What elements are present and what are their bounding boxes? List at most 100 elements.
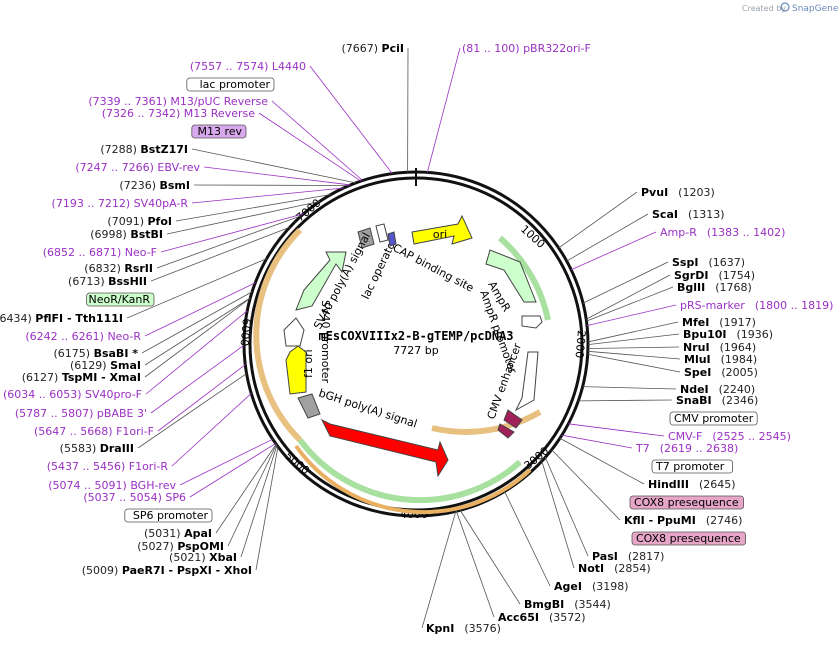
label-left-21[interactable]: (6127) TspMI - XmaI: [22, 371, 141, 384]
label-left-7[interactable]: (7288) BstZ17I: [100, 143, 188, 156]
leader-left-12: [166, 200, 320, 235]
label-left-22[interactable]: (6034 .. 6053) SV40pro-F: [3, 388, 142, 401]
svg-text:(6832) RsrII: (6832) RsrII: [84, 262, 153, 275]
label-left-12[interactable]: (6998) BstBI: [90, 228, 163, 241]
label-left-16[interactable]: NeoR/KanR: [86, 292, 155, 307]
label-left-14[interactable]: (6832) RsrII: [84, 262, 153, 275]
label-right-18[interactable]: HindIII(2645): [648, 478, 736, 491]
label-right-9[interactable]: NruI(1964): [683, 341, 756, 354]
label-left-17[interactable]: (6434) PflFI - Tth111I: [0, 312, 123, 325]
svg-text:(6242 .. 6261) Neo-R: (6242 .. 6261) Neo-R: [25, 330, 141, 343]
label-left-2[interactable]: (7557 .. 7574) L4440: [190, 60, 306, 73]
label-left-20[interactable]: (6129) SmaI: [70, 359, 141, 372]
label-left-31[interactable]: (5027) PspOMI: [137, 540, 224, 553]
label-right-8[interactable]: Bpu10I(1936): [683, 328, 773, 341]
svg-text:MfeI(1917): MfeI(1917): [682, 316, 756, 329]
label-right-21[interactable]: COX8 presequence: [631, 531, 746, 546]
label-left-4[interactable]: (7339 .. 7361) M13/pUC Reverse: [88, 95, 268, 108]
label-left-32[interactable]: (5021) XbaI: [169, 551, 237, 564]
svg-text:(7193 .. 7212) SV40pA-R: (7193 .. 7212) SV40pA-R: [52, 197, 189, 210]
label-right-23[interactable]: NotI(2854): [578, 562, 651, 575]
svg-text:CMV-F(2525 .. 2545): CMV-F(2525 .. 2545): [668, 430, 791, 443]
label-right-20[interactable]: KflI - PpuMI(2746): [624, 514, 742, 527]
svg-text:COX8 presequence: COX8 presequence: [634, 496, 739, 509]
svg-text:SP6 promoter: SP6 promoter: [133, 509, 209, 522]
label-left-6[interactable]: M13 rev: [191, 124, 247, 139]
label-right-15[interactable]: CMV-F(2525 .. 2545): [668, 430, 791, 443]
svg-text:HindIII(2645): HindIII(2645): [648, 478, 736, 491]
feature-neor-kanr[interactable]: [295, 251, 347, 311]
label-right-10[interactable]: MluI(1984): [684, 353, 757, 366]
label-right-17[interactable]: T7 promoter: [651, 459, 733, 474]
label-left-18[interactable]: (6242 .. 6261) Neo-R: [25, 330, 141, 343]
leader-left-17: [126, 258, 267, 319]
label-left-5[interactable]: (7326 .. 7342) M13 Reverse: [102, 107, 255, 120]
leader-left-21: [144, 297, 251, 378]
label-left-24[interactable]: (5647 .. 5668) F1ori-F: [34, 425, 154, 438]
leader-left-2: [309, 65, 393, 174]
label-left-25[interactable]: (5583) DraIII: [60, 442, 134, 455]
leader-right-4: [586, 274, 671, 320]
label-left-13[interactable]: (6852 .. 6871) Neo-F: [43, 246, 157, 259]
leader-left-27: [179, 438, 273, 486]
label-right-22[interactable]: PasI(2817): [592, 550, 664, 563]
leader-right-7: [587, 321, 679, 343]
label-left-19[interactable]: (6175) BsaBI *: [54, 347, 139, 360]
label-left-3[interactable]: lac promoter: [186, 77, 275, 92]
label-left-9[interactable]: (7236) BsmI: [119, 179, 190, 192]
label-right-26[interactable]: Acc65I(3572): [498, 611, 586, 624]
label-left-33[interactable]: (5009) PaeR7I - PspXI - XhoI: [82, 564, 252, 577]
label-left-27[interactable]: (5074 .. 5091) BGH-rev: [48, 479, 176, 492]
label-left-28[interactable]: (5037 .. 5054) SP6: [83, 491, 186, 504]
leader-right-9: [587, 346, 680, 349]
label-left-30[interactable]: (5031) ApaI: [144, 527, 212, 540]
label-left-1[interactable]: (81 .. 100) pBR322ori-F: [462, 42, 591, 55]
svg-text:KflI - PpuMI(2746): KflI - PpuMI(2746): [624, 514, 742, 527]
label-right-14[interactable]: CMV promoter: [669, 411, 758, 426]
label-left-23[interactable]: (5787 .. 5807) pBABE 3': [15, 407, 147, 420]
feature-sv40-promoter[interactable]: SV40 promoter: [283, 300, 332, 384]
label-right-4[interactable]: SgrDI(1754): [674, 269, 755, 282]
label-right-16[interactable]: T7(2619 .. 2638): [635, 442, 738, 455]
label-right-1[interactable]: ScaI(1313): [652, 208, 725, 221]
label-left-29[interactable]: SP6 promoter: [124, 508, 213, 523]
svg-text:NeoR/KanR: NeoR/KanR: [89, 293, 151, 306]
label-left-11[interactable]: (7091) PfoI: [107, 215, 172, 228]
label-left-0[interactable]: (7667) PciI: [341, 42, 404, 55]
label-right-6[interactable]: pRS-marker(1800 .. 1819): [680, 299, 833, 312]
label-right-2[interactable]: Amp-R(1383 .. 1402): [660, 226, 785, 239]
leader-right-15: [568, 423, 665, 437]
leader-right-13: [578, 399, 673, 402]
svg-text:(7667) PciI: (7667) PciI: [341, 42, 404, 55]
leader-left-9: [193, 184, 350, 186]
label-right-7[interactable]: MfeI(1917): [682, 316, 756, 329]
label-right-19[interactable]: COX8 presequence: [629, 495, 744, 510]
label-right-13[interactable]: SnaBI(2346): [676, 394, 758, 407]
label-right-11[interactable]: SpeI(2005): [684, 366, 758, 379]
svg-text:NdeI(2240): NdeI(2240): [680, 383, 755, 396]
feature-cox8[interactable]: [497, 409, 523, 439]
label-right-3[interactable]: SspI(1637): [672, 256, 745, 269]
svg-text:KpnI(3576): KpnI(3576): [426, 622, 501, 635]
label-right-25[interactable]: BmgBI(3544): [524, 598, 611, 611]
feature-tdtomato[interactable]: tdTomato: [320, 418, 449, 480]
label-left-26[interactable]: (5437 .. 5456) F1ori-R: [47, 460, 169, 473]
label-right-27[interactable]: KpnI(3576): [426, 622, 501, 635]
label-right-0[interactable]: PvuI(1203): [641, 186, 715, 199]
svg-text:(6034 .. 6053) SV40pro-F: (6034 .. 6053) SV40pro-F: [3, 388, 142, 401]
label-right-5[interactable]: BglII(1768): [677, 281, 752, 294]
feature-f1-ori[interactable]: f1 ori: [285, 345, 315, 395]
label-left-15[interactable]: (6713) BssHII: [68, 275, 147, 288]
label-right-24[interactable]: AgeI(3198): [554, 580, 629, 593]
leader-left-33: [255, 446, 279, 571]
feature-ori[interactable]: ori: [411, 214, 473, 245]
svg-text:(6127) TspMI - XmaI: (6127) TspMI - XmaI: [22, 371, 141, 384]
svg-text:(5074 .. 5091) BGH-rev: (5074 .. 5091) BGH-rev: [48, 479, 176, 492]
label-left-8[interactable]: (7247 .. 7266) EBV-rev: [75, 161, 200, 174]
label-left-10[interactable]: (7193 .. 7212) SV40pA-R: [52, 197, 189, 210]
feature-cap-binding[interactable]: CAP binding site: [387, 231, 476, 295]
label-right-12[interactable]: NdeI(2240): [680, 383, 755, 396]
feature-cmv-enhancer[interactable]: CMV enhancer: [485, 341, 539, 421]
feature-bgh-polya[interactable]: bGH poly(A) signal: [297, 386, 419, 431]
